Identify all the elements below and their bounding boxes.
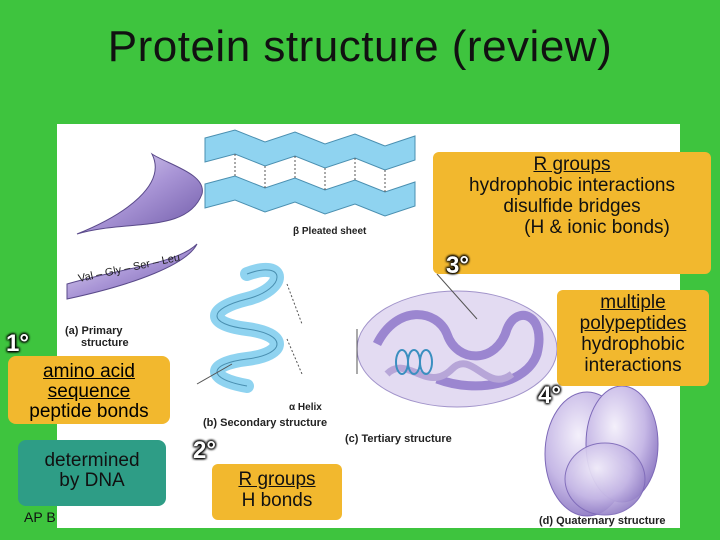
primary-ribbon: Val – Gly – Ser – Leu — [66, 152, 203, 300]
quaternary-line-1: multiple — [600, 292, 666, 313]
quaternary-callout: multiple polypeptides hydrophobic intera… — [557, 290, 709, 386]
footer-text: AP B — [24, 509, 56, 525]
primary-figure-label-2: structure — [81, 337, 129, 349]
quaternary-complex — [544, 385, 659, 517]
primary-line-2: sequence — [47, 381, 131, 402]
tertiary-line-4: (H & ionic bonds) — [524, 217, 670, 238]
primary-line-1: amino acid — [43, 361, 135, 382]
quaternary-line-4: interactions — [584, 355, 682, 376]
beta-sheet — [204, 129, 416, 217]
secondary-number: 2° — [193, 437, 216, 464]
tertiary-fold — [356, 290, 558, 408]
alpha-helix — [210, 262, 303, 393]
secondary-callout: R groups H bonds — [212, 464, 342, 520]
quaternary-figure-label: (d) Quaternary structure — [539, 515, 666, 527]
dna-origin-callout: determined by DNA — [18, 440, 166, 506]
primary-line-3: peptide bonds — [29, 401, 149, 422]
dna-origin-line-2: by DNA — [59, 470, 125, 491]
primary-callout: amino acid sequence peptide bonds — [8, 356, 170, 424]
secondary-figure-label: (b) Secondary structure — [203, 417, 327, 429]
page-title: Protein structure (review) — [107, 22, 613, 71]
primary-number: 1° — [6, 330, 29, 357]
quaternary-line-3: hydrophobic — [581, 334, 685, 355]
protein-structure-figure: Val – Gly – Ser – Leu (a) Primary struct… — [65, 129, 666, 527]
tertiary-callout: R groups hydrophobic interactions disulf… — [433, 152, 711, 274]
quaternary-line-2: polypeptides — [579, 313, 687, 334]
secondary-line-1: R groups — [238, 469, 316, 490]
primary-figure-label-1: (a) Primary — [65, 325, 123, 337]
beta-sheet-label: β Pleated sheet — [293, 226, 367, 237]
quaternary-number: 4° — [538, 382, 561, 409]
alpha-helix-label: α Helix — [289, 402, 322, 413]
dna-origin-line-1: determined — [44, 450, 140, 471]
secondary-line-2: H bonds — [241, 490, 313, 511]
tertiary-number: 3° — [446, 252, 469, 279]
tertiary-figure-label: (c) Tertiary structure — [345, 433, 452, 445]
tertiary-line-2: hydrophobic interactions — [469, 175, 675, 196]
tertiary-line-3: disulfide bridges — [503, 196, 641, 217]
tertiary-line-1: R groups — [533, 154, 611, 175]
